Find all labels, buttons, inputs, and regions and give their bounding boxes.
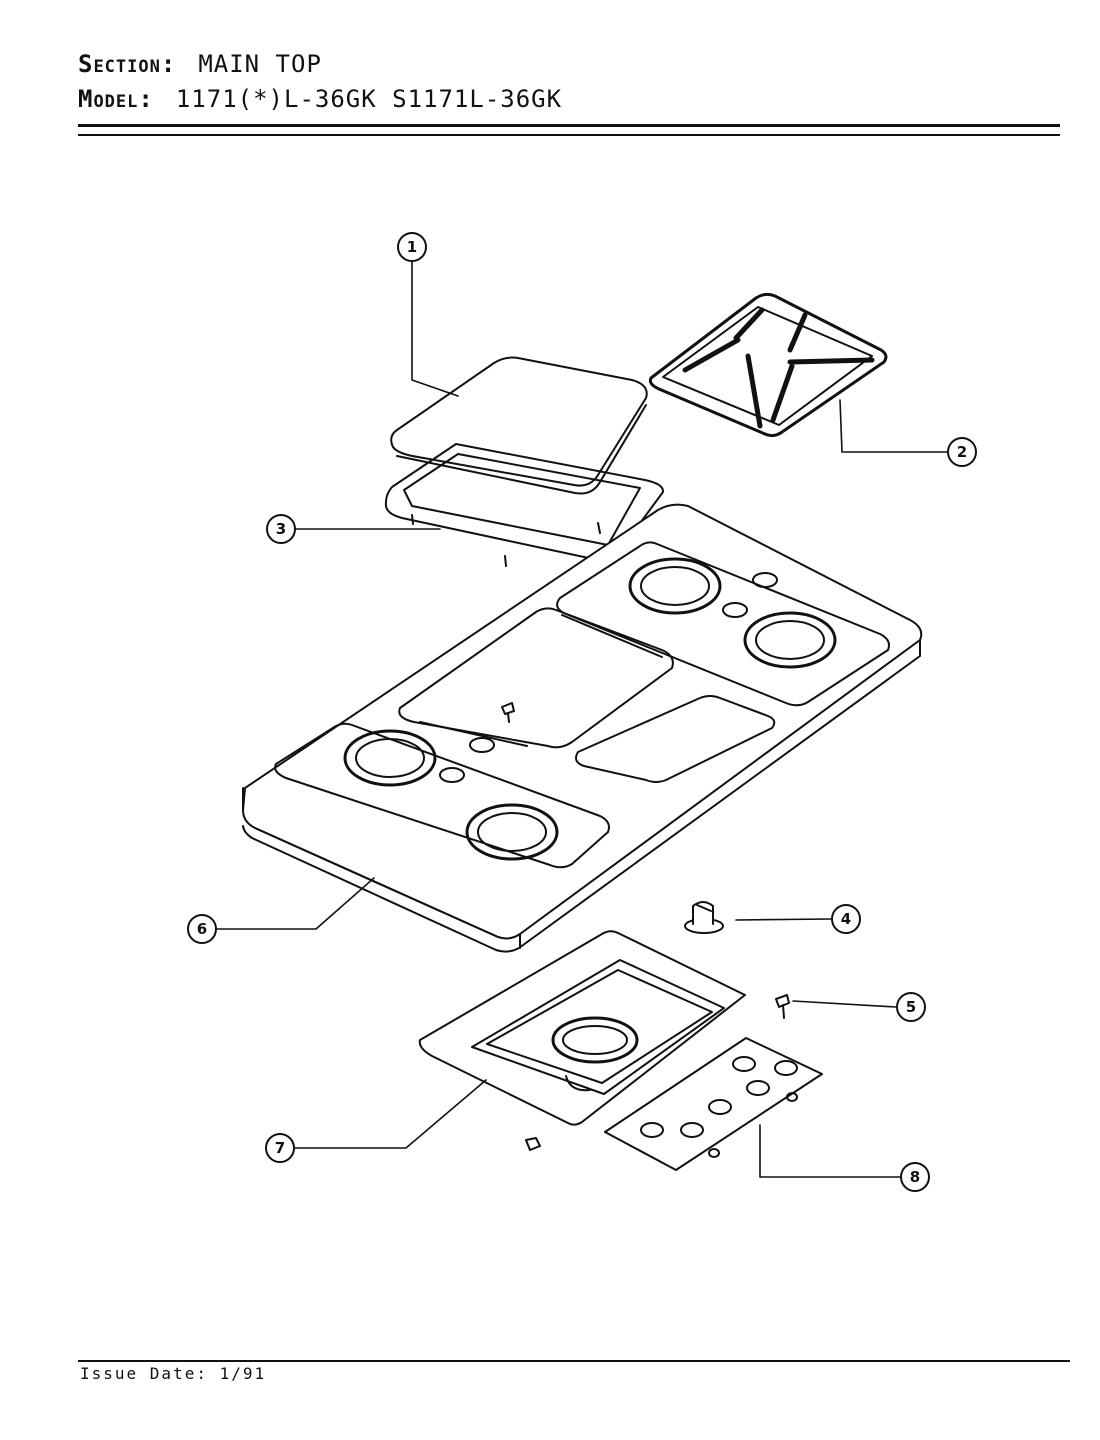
callout-8-label: 8	[910, 1168, 920, 1186]
burner-pan-part	[418, 930, 746, 1126]
callout-6-label: 6	[197, 920, 207, 938]
section-line: Section: MAIN TOP	[78, 50, 322, 78]
callout-4: 4	[831, 904, 861, 934]
callout-8: 8	[900, 1162, 930, 1192]
model-value: 1171(*)L-36GK S1171L-36GK	[175, 85, 563, 113]
issue-date: Issue Date: 1/91	[80, 1364, 267, 1383]
callout-7: 7	[265, 1133, 295, 1163]
header-rule-top	[78, 124, 1060, 127]
heat-shield-part	[604, 1037, 823, 1171]
model-line: Model: 1171(*)L-36GK S1171L-36GK	[78, 85, 562, 113]
burner-grate-part	[648, 292, 888, 438]
section-label: Section:	[78, 50, 177, 78]
main-top-part	[242, 503, 923, 953]
section-value: MAIN TOP	[198, 50, 322, 78]
callout-6: 6	[187, 914, 217, 944]
nut-part	[525, 1137, 541, 1151]
control-knob-part	[684, 901, 724, 934]
screw-part	[775, 994, 790, 1019]
leader-lines	[216, 261, 948, 1178]
model-label: Model:	[78, 85, 154, 113]
callout-2: 2	[947, 437, 977, 467]
callout-3: 3	[266, 514, 296, 544]
callout-2-label: 2	[957, 443, 967, 461]
callout-3-label: 3	[276, 520, 286, 538]
header-rule-bottom	[78, 134, 1060, 136]
footer-rule	[78, 1360, 1070, 1362]
callout-7-label: 7	[275, 1139, 285, 1157]
callout-5-label: 5	[906, 998, 916, 1016]
griddle-cover-part	[390, 356, 648, 495]
callout-1-label: 1	[407, 238, 417, 256]
callout-5: 5	[896, 992, 926, 1022]
callouts: 1 2 3 4 5 6 7 8	[187, 232, 977, 1192]
callout-1: 1	[397, 232, 427, 262]
callout-4-label: 4	[841, 910, 851, 928]
